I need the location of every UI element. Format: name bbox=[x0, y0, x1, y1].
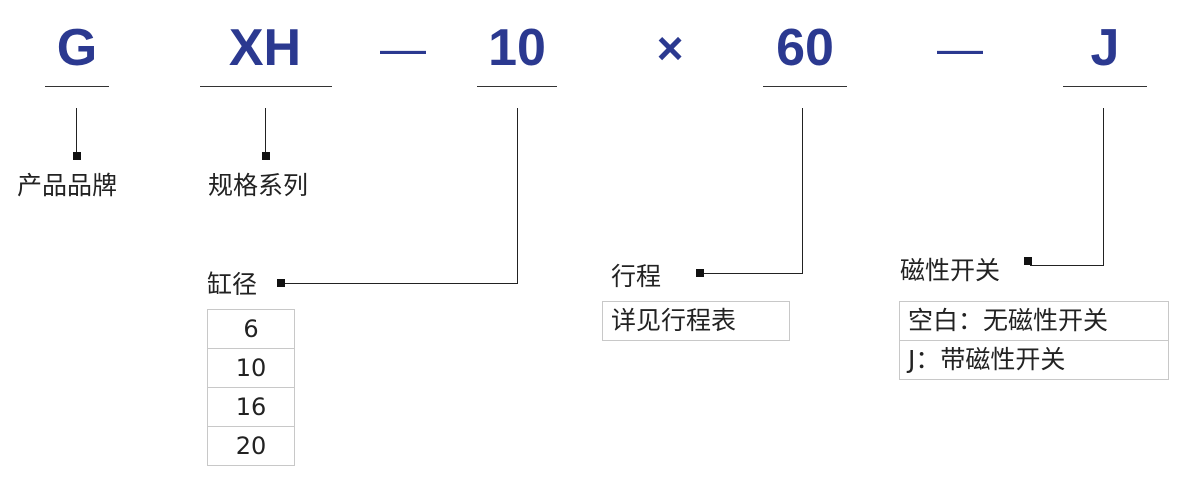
code-dash-1: — bbox=[380, 22, 426, 74]
label-bore: 缸径 bbox=[207, 270, 258, 299]
code-series: XH bbox=[228, 19, 302, 77]
leader-series bbox=[265, 108, 266, 154]
leader-dot-stroke bbox=[696, 269, 704, 277]
underline-switch bbox=[1063, 86, 1147, 87]
underline-series bbox=[200, 86, 332, 87]
code-bore: 10 bbox=[488, 19, 546, 77]
switch-options-table: 空白：无磁性开关 J：带磁性开关 bbox=[899, 301, 1169, 380]
bore-option: 10 bbox=[208, 349, 294, 388]
leader-dot-switch bbox=[1024, 257, 1032, 265]
leader-brand bbox=[76, 108, 77, 154]
stroke-note: 详见行程表 bbox=[611, 306, 737, 335]
code-dash-2: — bbox=[937, 22, 983, 74]
code-brand: G bbox=[56, 19, 98, 77]
bore-options-table: 6 10 16 20 bbox=[207, 309, 295, 466]
label-brand: 产品品牌 bbox=[17, 171, 118, 200]
switch-option: J：带磁性开关 bbox=[908, 345, 1066, 374]
leader-dot-series bbox=[262, 152, 270, 160]
code-switch: J bbox=[1090, 19, 1120, 77]
leader-switch-horizontal bbox=[1030, 265, 1104, 266]
label-switch: 磁性开关 bbox=[900, 256, 1001, 285]
underline-brand bbox=[45, 86, 109, 87]
leader-bore-horizontal bbox=[283, 283, 518, 284]
leader-stroke-vertical bbox=[802, 108, 803, 273]
label-series: 规格系列 bbox=[208, 171, 309, 200]
leader-dot-brand bbox=[73, 152, 81, 160]
leader-switch-vertical bbox=[1103, 108, 1104, 265]
switch-option: 空白：无磁性开关 bbox=[900, 302, 1168, 341]
underline-bore bbox=[477, 86, 557, 87]
code-stroke: 60 bbox=[776, 19, 834, 77]
underline-stroke bbox=[763, 86, 847, 87]
label-stroke: 行程 bbox=[611, 262, 662, 291]
code-times: × bbox=[656, 22, 684, 74]
bore-option: 6 bbox=[208, 310, 294, 349]
bore-option: 16 bbox=[208, 388, 294, 427]
bore-option: 20 bbox=[235, 432, 267, 460]
stroke-note-box: 详见行程表 bbox=[602, 301, 790, 341]
leader-stroke-horizontal bbox=[702, 273, 803, 274]
leader-dot-bore bbox=[277, 279, 285, 287]
leader-bore-vertical bbox=[517, 108, 518, 283]
